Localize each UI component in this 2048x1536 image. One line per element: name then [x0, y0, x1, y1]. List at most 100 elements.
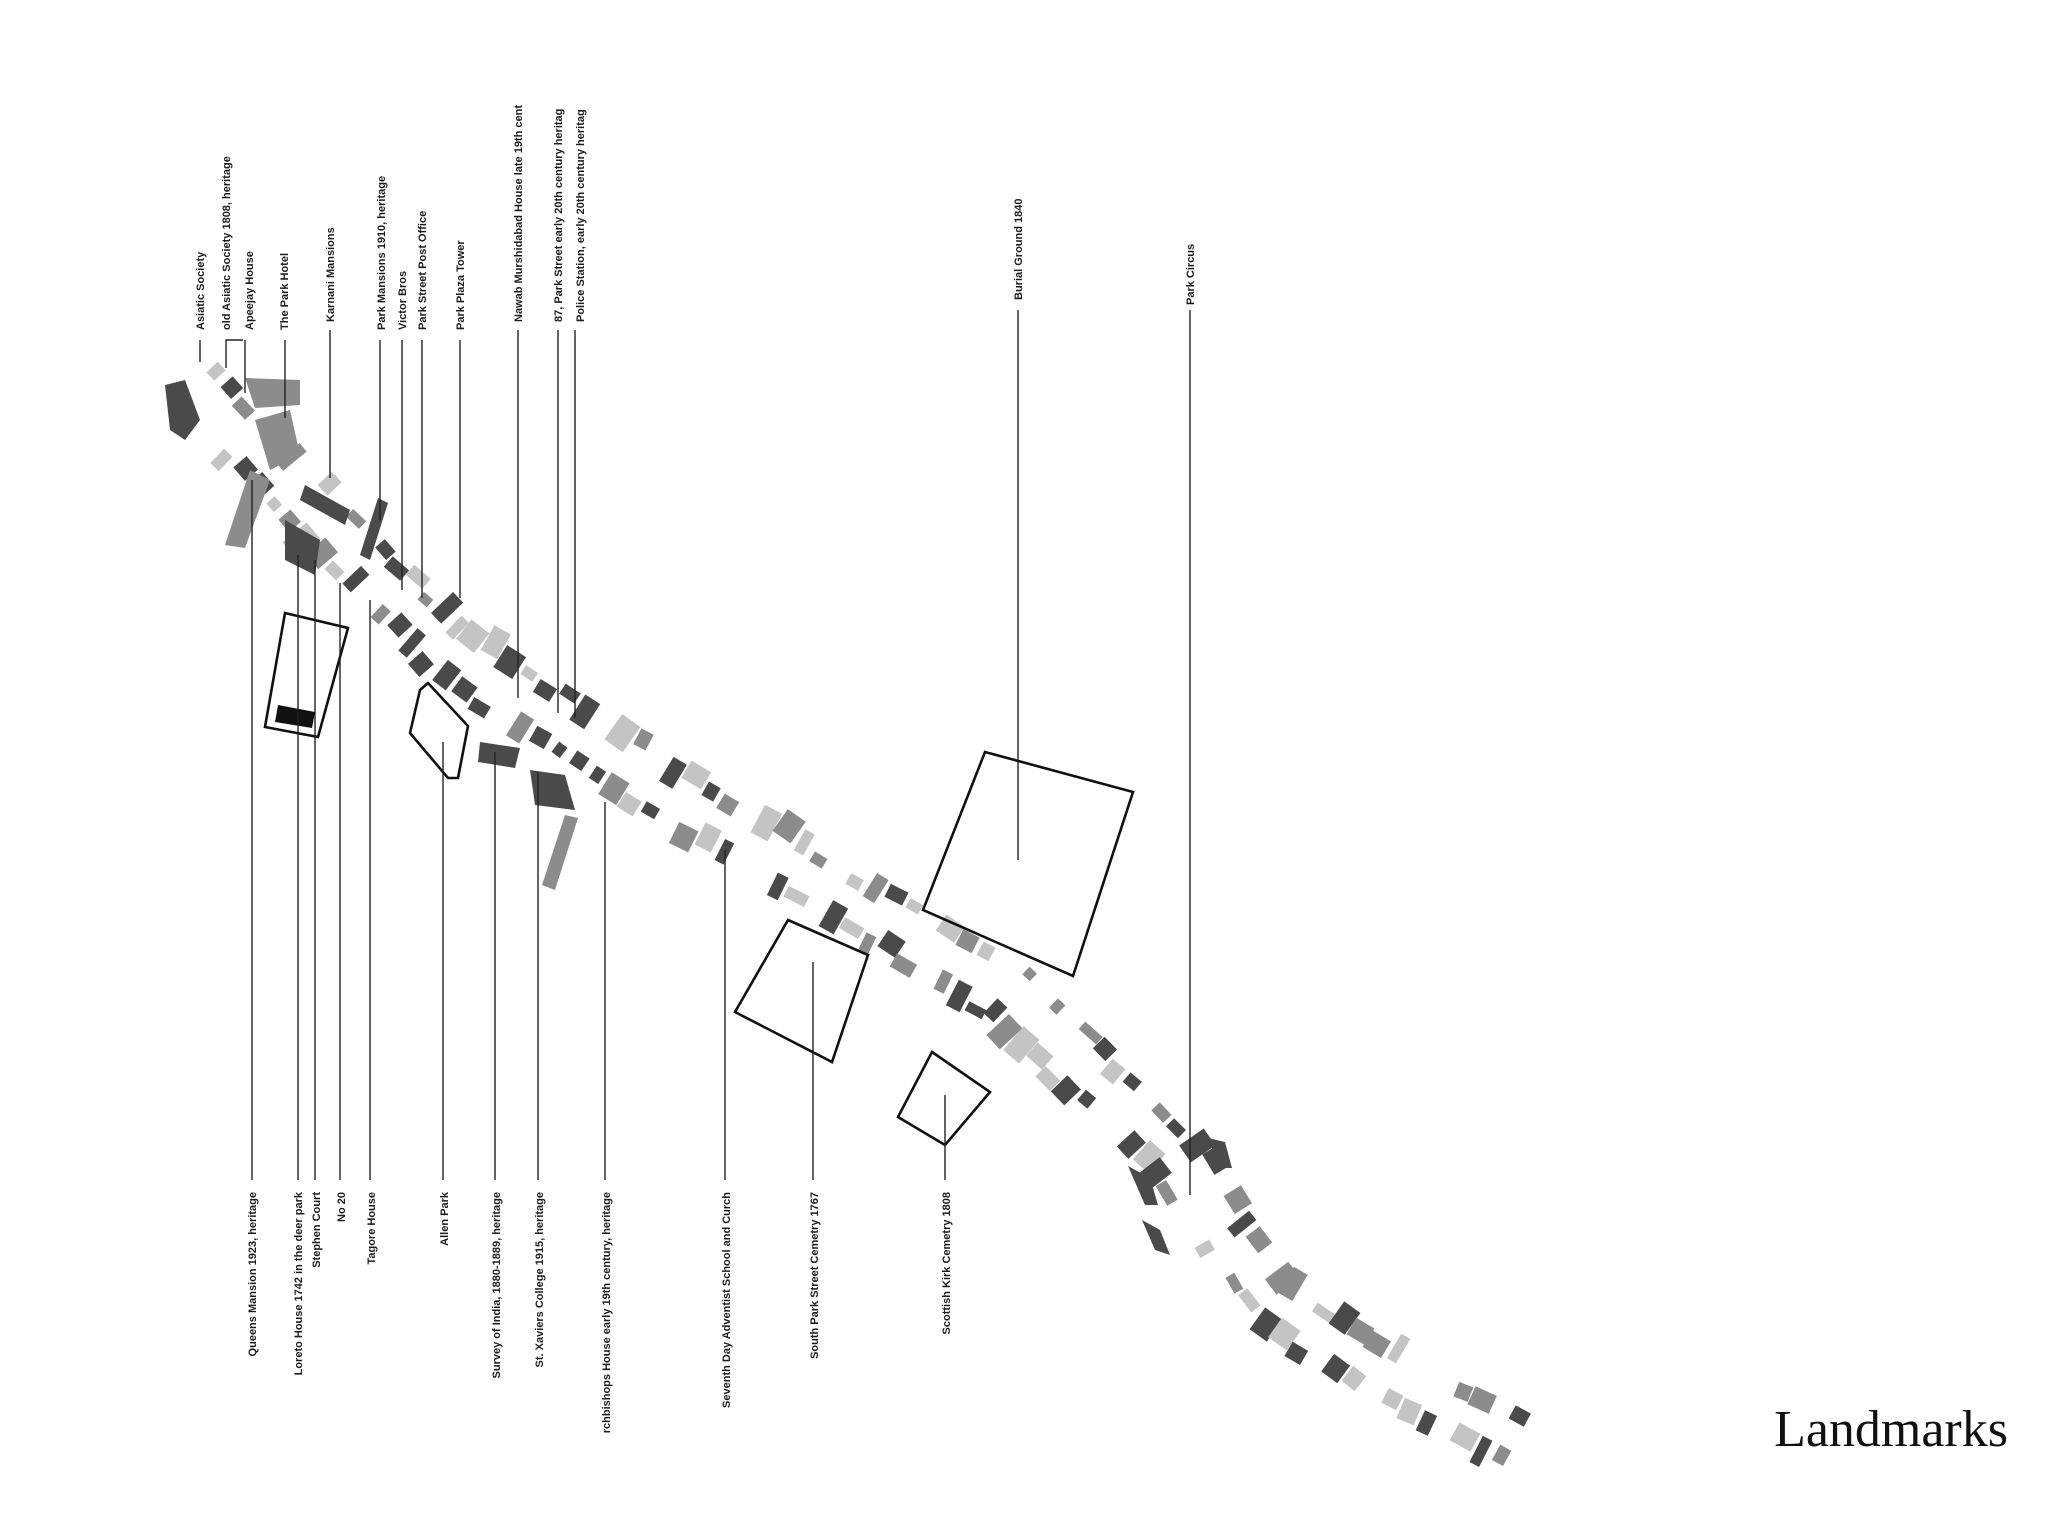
karnani-block — [300, 485, 350, 525]
building-79 — [1026, 1042, 1054, 1070]
building-35 — [559, 683, 581, 704]
building-2 — [231, 396, 255, 420]
building-12 — [345, 508, 367, 529]
building-39 — [568, 750, 590, 772]
building-97 — [1194, 1239, 1215, 1258]
building-8 — [266, 496, 283, 513]
label-park-plaza-tower: Park Plaza Tower — [455, 240, 467, 330]
label-scottish-kirk-cemetry: Scottish Kirk Cemetry 1808 — [941, 1192, 953, 1334]
park-circus-v3 — [1208, 1138, 1232, 1168]
building-78 — [1003, 1026, 1040, 1064]
building-63 — [884, 883, 909, 906]
building-29 — [451, 676, 478, 703]
building-101 — [1238, 1288, 1261, 1313]
building-53 — [750, 804, 783, 842]
building-65 — [905, 898, 924, 915]
building-32 — [520, 665, 539, 682]
building-42 — [633, 728, 654, 751]
building-95 — [1223, 1185, 1253, 1214]
building-90 — [1132, 1140, 1166, 1174]
building-114 — [1396, 1397, 1423, 1426]
park-mansions-block — [360, 498, 388, 560]
building-85 — [1077, 1089, 1097, 1109]
apeejay-block — [245, 378, 300, 408]
building-31 — [467, 697, 491, 719]
building-27 — [432, 659, 462, 691]
leader-lines — [199, 310, 1191, 1195]
building-84 — [1100, 1058, 1126, 1085]
label-park-mansions: Park Mansions 1910, heritage — [376, 176, 388, 330]
label-seventh-day-adventist-school: Seventh Day Adventist School and Curch — [721, 1192, 733, 1408]
building-109 — [1321, 1353, 1351, 1384]
label-87-park-street: 87, Park Street early 20th century herit… — [553, 109, 565, 322]
building-121 — [1491, 1444, 1512, 1466]
building-111 — [1341, 1365, 1367, 1392]
label-nawab-murshidabad-house: Nawab Murshidabad House late 19th cent — [513, 105, 525, 322]
building-115 — [1415, 1410, 1438, 1436]
scottish-kirk-cemetry-outline — [896, 1050, 992, 1147]
building-73 — [964, 1001, 987, 1020]
building-112 — [1386, 1333, 1411, 1364]
building-91 — [1179, 1128, 1216, 1163]
building-76 — [986, 1013, 1023, 1050]
building-22 — [431, 591, 464, 624]
building-24 — [445, 615, 470, 640]
label-park-street-post-office: Park Street Post Office — [417, 211, 429, 330]
building-120 — [1508, 1405, 1531, 1427]
building-49 — [668, 821, 699, 853]
label-no-20: No 20 — [336, 1192, 348, 1222]
building-54 — [772, 809, 806, 844]
building-99 — [1225, 1272, 1244, 1294]
building-71 — [976, 941, 996, 962]
building-55 — [793, 829, 815, 856]
burial-ground-outline — [921, 750, 1135, 978]
building-15 — [375, 539, 396, 561]
building-83 — [1050, 1075, 1081, 1106]
building-23 — [398, 628, 426, 658]
label-loreto-house: Loreto House 1742 in the deer park — [293, 1191, 305, 1375]
building-16 — [342, 565, 370, 593]
building-50 — [716, 793, 740, 817]
building-108 — [1346, 1317, 1375, 1346]
label-park-circus: Park Circus — [1185, 244, 1197, 305]
building-41 — [588, 765, 607, 784]
loreto-house-building — [275, 705, 315, 728]
building-45 — [659, 756, 687, 789]
label-apeejay-house: Apeejay House — [244, 251, 256, 330]
building-17 — [383, 556, 410, 581]
building-56 — [766, 872, 789, 901]
building-33 — [532, 678, 558, 702]
building-20 — [417, 591, 434, 608]
building-82 — [1092, 1036, 1118, 1062]
building-57 — [809, 851, 828, 869]
park-circus-v1 — [1128, 1166, 1158, 1205]
building-43 — [598, 772, 630, 806]
building-3 — [210, 448, 233, 472]
building-1 — [220, 376, 244, 399]
building-87 — [1151, 1102, 1172, 1123]
building-72 — [945, 979, 973, 1013]
building-46 — [640, 801, 661, 820]
label-stephen-court: Stephen Court — [311, 1192, 323, 1268]
building-40 — [604, 714, 641, 753]
building-34 — [506, 711, 535, 744]
building-102 — [1278, 1266, 1308, 1301]
landmark-labels: Asiatic Society old Asiatic Society 1808… — [195, 105, 1197, 1434]
label-tagore-house: Tagore House — [366, 1192, 378, 1265]
label-old-asiatic-society: old Asiatic Society 1808, heritage — [221, 156, 233, 330]
building-98 — [1245, 1226, 1273, 1254]
building-64 — [858, 932, 877, 954]
building-86 — [1122, 1072, 1142, 1092]
label-the-park-hotel: The Park Hotel — [279, 253, 291, 330]
building-38 — [551, 741, 568, 759]
building-21 — [387, 612, 413, 638]
building-113 — [1381, 1388, 1404, 1411]
building-89 — [1165, 1118, 1186, 1139]
building-110 — [1362, 1330, 1391, 1359]
label-st-xaviers-college: St. Xaviers College 1915, heritage — [534, 1192, 546, 1367]
loreto-house-outline — [263, 611, 350, 739]
building-37 — [569, 694, 601, 730]
building-103 — [1249, 1307, 1283, 1342]
building-119 — [1469, 1435, 1493, 1467]
